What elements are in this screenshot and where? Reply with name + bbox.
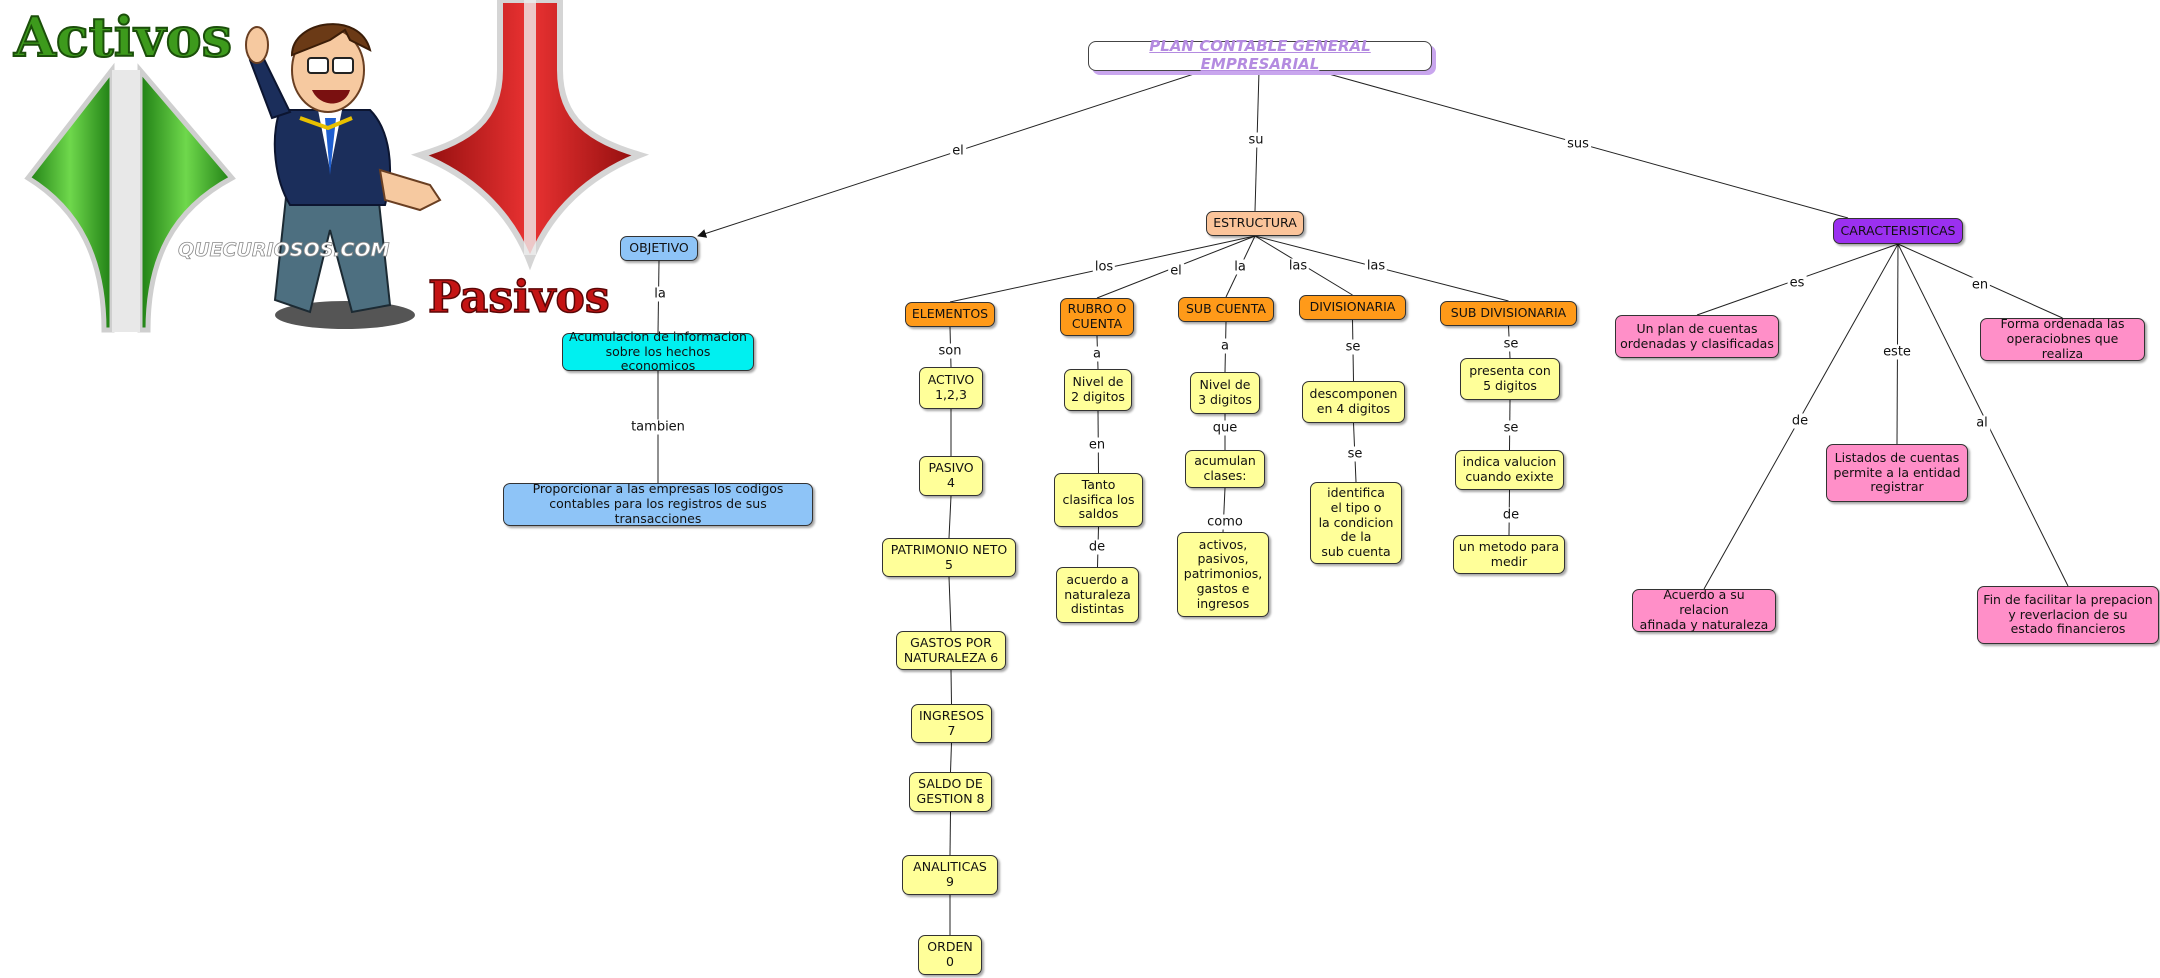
link-label-como: como [1205,514,1245,530]
node-activos-list[interactable]: activos, pasivos, patrimonios, gastos e … [1177,532,1269,617]
link-label-su: su [1246,132,1266,148]
node-patrimonio[interactable]: PATRIMONIO NETO 5 [882,538,1016,577]
link-label-de-car: de [1789,413,1811,429]
root-title: PLAN CONTABLE GENERAL EMPRESARIAL [1149,37,1371,73]
link-label-el-rubro: el [1168,263,1184,279]
node-identifica[interactable]: identifica el tipo o la condicion de la … [1310,482,1402,564]
node-objetivo[interactable]: OBJETIVO [620,236,698,261]
node-rubro[interactable]: RUBRO O CUENTA [1060,298,1134,336]
link-label-a-sub: a [1219,338,1231,354]
link-line-patrimonio-gastos [948,576,952,632]
node-caracteristicas[interactable]: CARACTERISTICAS [1833,218,1963,244]
link-label-las-div: las [1286,258,1310,274]
node-elementos[interactable]: ELEMENTOS [905,302,995,327]
link-label-las-subdiv: las [1364,258,1388,274]
header-illustration: QUECURIOSOS.COM Activos Pasivos [12,0,650,333]
node-gastos[interactable]: GASTOS POR NATURALEZA 6 [896,631,1006,670]
green-up-arrow-icon [24,62,236,333]
link-line-caracteristicas-listados [1896,243,1899,445]
node-tanto[interactable]: Tanto clasifica los saldos [1054,473,1143,527]
node-acuerdo-rel[interactable]: Acuerdo a su relacion afinada y naturale… [1632,588,1776,632]
link-line-pasivo-patrimonio [948,495,952,539]
link-label-son: son [936,343,964,359]
node-plan-cuentas[interactable]: Un plan de cuentas ordenadas y clasifica… [1615,315,1779,358]
node-acuerdo-nat[interactable]: acuerdo a naturaleza distintas [1056,567,1139,623]
node-acumulan[interactable]: acumulan clases: [1185,450,1265,488]
pasivos-title: Pasivos [428,272,610,323]
link-label-se-sd1: se [1501,336,1521,352]
node-presenta[interactable]: presenta con 5 digitos [1460,358,1560,400]
node-nivel3[interactable]: Nivel de 3 digitos [1190,372,1260,414]
node-proporcionar[interactable]: Proporcionar a las empresas los codigos … [503,482,813,526]
watermark-text: QUECURIOSOS.COM [178,239,390,261]
link-label-sus: sus [1565,136,1591,152]
node-saldo[interactable]: SALDO DE GESTION 8 [909,772,992,812]
link-label-que: que [1210,420,1240,436]
link-label-la-sub: la [1232,259,1248,275]
link-label-de-sd: de [1500,507,1522,523]
node-pasivo[interactable]: PASIVO 4 [919,456,983,496]
node-fin[interactable]: Fin de facilitar la prepacion y reverlac… [1977,586,2159,644]
node-subcuenta[interactable]: SUB CUENTA [1178,297,1274,322]
link-label-a-rubro: a [1091,346,1103,362]
node-acumulacion[interactable]: Acumulacion de informacion sobre los hec… [562,329,754,373]
node-nivel2[interactable]: Nivel de 2 digitos [1064,369,1132,411]
link-label-este: este [1881,344,1913,360]
link-label-al: al [1974,415,1990,431]
red-down-arrow-icon [410,0,650,271]
link-line-saldo-analiticas [949,811,951,856]
link-label-se-div2: se [1345,446,1365,462]
link-label-se-sd2: se [1501,420,1521,436]
businessman-cartoon-icon [245,23,442,329]
node-forma[interactable]: Forma ordenada las operaciobnes que real… [1980,317,2145,361]
node-analiticas[interactable]: ANALITICAS 9 [902,855,998,895]
node-subdivisionaria[interactable]: SUB DIVISIONARIA [1440,301,1577,326]
node-ingresos[interactable]: INGRESOS 7 [911,704,992,743]
node-descomponen[interactable]: descomponen en 4 digitos [1302,381,1405,423]
link-line-ingresos-saldo [950,742,952,773]
link-label-en-rubro: en [1086,437,1108,453]
node-metodo[interactable]: un metodo para medir [1453,535,1565,574]
link-label-tambien: tambien [629,419,687,435]
link-label-es: es [1787,275,1807,291]
link-line-gastos-ingresos [950,669,952,705]
node-divisionaria[interactable]: DIVISIONARIA [1299,295,1406,320]
node-orden[interactable]: ORDEN 0 [918,935,982,975]
link-label-se-div1: se [1343,339,1363,355]
node-estructura[interactable]: ESTRUCTURA [1206,211,1304,236]
link-label-la: la [652,286,668,302]
link-label-de-rubro: de [1086,539,1108,555]
node-listados[interactable]: Listados de cuentas permite a la entidad… [1826,444,1968,502]
link-label-en-car: en [1969,277,1991,293]
link-label-el-objetivo: el [950,143,966,159]
link-label-los: los [1092,259,1116,275]
node-root[interactable]: PLAN CONTABLE GENERAL EMPRESARIAL [1088,37,1432,73]
node-indica[interactable]: indica valucion cuando exixte [1455,450,1564,490]
link-line-caracteristicas-fin [1897,243,2069,587]
node-activo[interactable]: ACTIVO 1,2,3 [919,367,983,409]
activos-title: Activos [13,5,232,69]
